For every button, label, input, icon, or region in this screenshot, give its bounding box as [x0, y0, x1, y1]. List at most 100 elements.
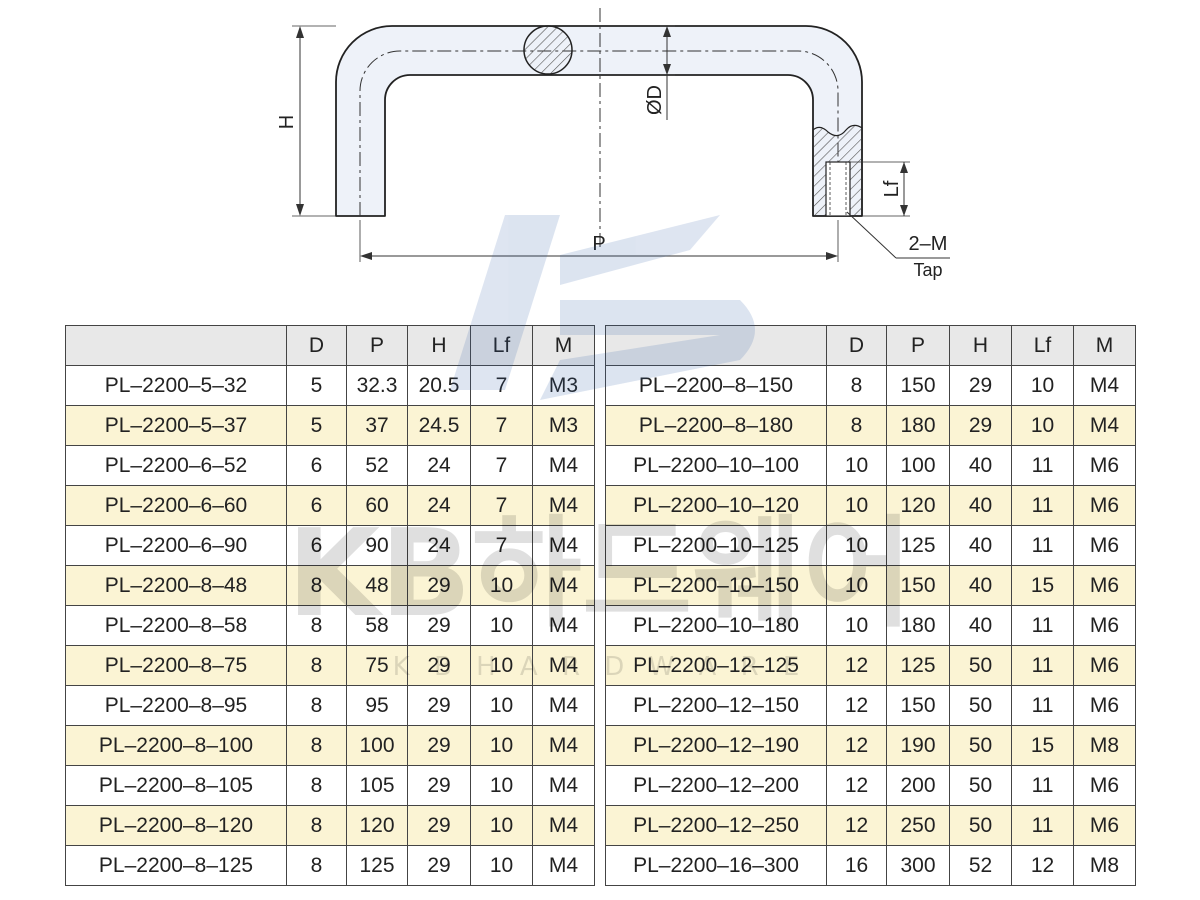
header-model — [65, 325, 287, 366]
lf-cell: 7 — [470, 405, 533, 446]
m-cell: M6 — [1073, 565, 1136, 606]
p-cell: 250 — [886, 805, 950, 846]
m-cell: M4 — [532, 645, 595, 686]
h-cell: 29 — [949, 365, 1012, 406]
table-header-row: D P H Lf M — [65, 325, 595, 366]
d-cell: 12 — [826, 765, 887, 806]
h-label: H — [276, 115, 298, 129]
m-cell: M6 — [1073, 445, 1136, 486]
d-cell: 12 — [826, 645, 887, 686]
header-d: D — [286, 325, 347, 366]
d-cell: 10 — [826, 445, 887, 486]
header-p: P — [886, 325, 950, 366]
lf-cell: 7 — [470, 445, 533, 486]
d-cell: 10 — [826, 525, 887, 566]
lf-cell: 10 — [470, 805, 533, 846]
d-label: ØD — [644, 85, 666, 115]
header-h: H — [407, 325, 471, 366]
d-cell: 5 — [286, 405, 347, 446]
model-cell: PL–2200–8–105 — [65, 765, 287, 806]
model-cell: PL–2200–16–300 — [605, 845, 827, 886]
d-cell: 12 — [826, 685, 887, 726]
m-cell: M8 — [1073, 845, 1136, 886]
model-cell: PL–2200–8–95 — [65, 685, 287, 726]
d-cell: 8 — [286, 725, 347, 766]
model-cell: PL–2200–10–150 — [605, 565, 827, 606]
lf-label: Lf — [881, 180, 903, 197]
d-cell: 8 — [286, 765, 347, 806]
p-cell: 150 — [886, 565, 950, 606]
p-cell: 48 — [346, 565, 408, 606]
m-cell: M8 — [1073, 725, 1136, 766]
p-cell: 120 — [886, 485, 950, 526]
h-cell: 29 — [407, 805, 471, 846]
lf-cell: 11 — [1011, 765, 1074, 806]
lf-cell: 11 — [1011, 805, 1074, 846]
p-cell: 60 — [346, 485, 408, 526]
header-h: H — [949, 325, 1012, 366]
h-cell: 29 — [407, 645, 471, 686]
model-cell: PL–2200–12–250 — [605, 805, 827, 846]
h-cell: 40 — [949, 485, 1012, 526]
p-cell: 300 — [886, 845, 950, 886]
m-cell: M3 — [532, 365, 595, 406]
model-cell: PL–2200–12–150 — [605, 685, 827, 726]
model-cell: PL–2200–10–125 — [605, 525, 827, 566]
header-lf: Lf — [1011, 325, 1074, 366]
model-cell: PL–2200–12–200 — [605, 765, 827, 806]
m-cell: M4 — [532, 445, 595, 486]
h-cell: 29 — [407, 685, 471, 726]
lf-cell: 15 — [1011, 725, 1074, 766]
lf-cell: 11 — [1011, 525, 1074, 566]
h-cell: 40 — [949, 605, 1012, 646]
h-cell: 29 — [407, 565, 471, 606]
p-cell: 52 — [346, 445, 408, 486]
p-cell: 37 — [346, 405, 408, 446]
header-model — [605, 325, 827, 366]
m-cell: M4 — [1073, 405, 1136, 446]
model-cell: PL–2200–8–75 — [65, 645, 287, 686]
lf-cell: 10 — [470, 765, 533, 806]
m-cell: M6 — [1073, 605, 1136, 646]
d-cell: 10 — [826, 605, 887, 646]
header-lf: Lf — [470, 325, 533, 366]
m-cell: M4 — [532, 725, 595, 766]
model-cell: PL–2200–8–120 — [65, 805, 287, 846]
handle-outline — [335, 25, 863, 217]
d-cell: 8 — [286, 845, 347, 886]
header-m: M — [1073, 325, 1136, 366]
d-cell: 8 — [286, 805, 347, 846]
m-cell: M4 — [532, 685, 595, 726]
h-cell: 20.5 — [407, 365, 471, 406]
h-cell: 50 — [949, 805, 1012, 846]
lf-cell: 11 — [1011, 445, 1074, 486]
lf-cell: 11 — [1011, 485, 1074, 526]
lf-cell: 10 — [470, 685, 533, 726]
model-cell: PL–2200–8–48 — [65, 565, 287, 606]
m-cell: M4 — [532, 485, 595, 526]
model-cell: PL–2200–10–100 — [605, 445, 827, 486]
rod-cross-section — [523, 25, 573, 75]
model-cell: PL–2200–5–37 — [65, 405, 287, 446]
d-cell: 8 — [286, 645, 347, 686]
p-cell: 75 — [346, 645, 408, 686]
model-cell: PL–2200–8–58 — [65, 605, 287, 646]
h-cell: 24 — [407, 485, 471, 526]
m-label: 2–M — [909, 233, 948, 255]
